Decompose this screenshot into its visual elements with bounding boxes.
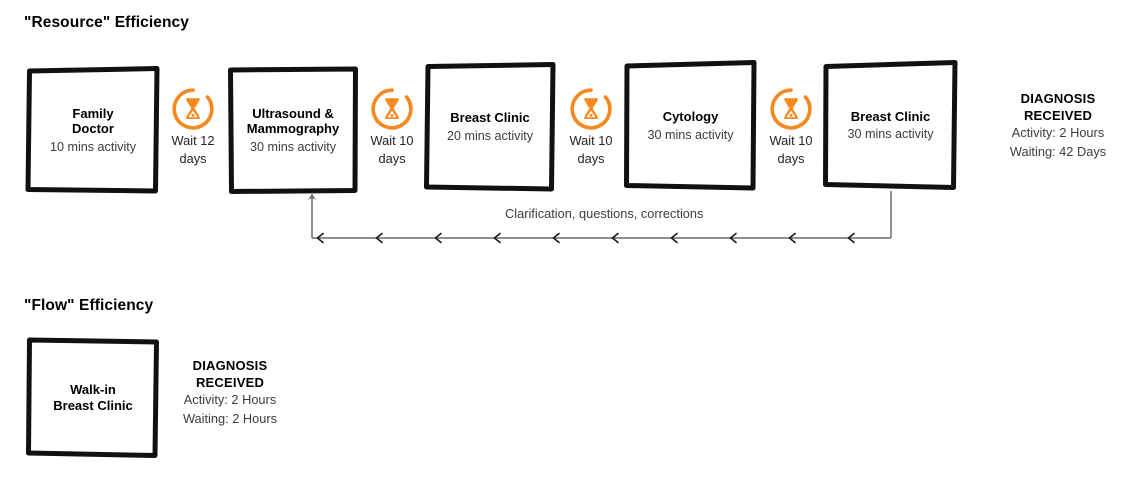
- diagnosis-head-line1: DIAGNOSIS: [192, 358, 268, 373]
- diagnosis-result-flow: DIAGNOSIS RECEIVED Activity: 2 Hours Wai…: [160, 357, 300, 428]
- wait-label-line1: Wait 10: [370, 133, 414, 148]
- hourglass-icon: [172, 88, 214, 130]
- process-box-family-doctor[interactable]: Family Doctor 10 mins activity: [25, 66, 160, 194]
- resource-efficiency-title: "Resource" Efficiency: [24, 14, 189, 31]
- hourglass-icon: [570, 88, 612, 130]
- hourglass-icon: [770, 88, 812, 130]
- diagnosis-waiting: Waiting: 42 Days: [1009, 143, 1107, 159]
- wait-group-1: Wait 12 days: [164, 86, 222, 167]
- flow-efficiency-title: "Flow" Efficiency: [24, 297, 154, 314]
- diagnosis-waiting: Waiting: 2 Hours: [182, 410, 278, 426]
- box-subtitle: 20 mins activity: [446, 128, 534, 143]
- box-title-line1: Cytology: [662, 109, 719, 125]
- box-title-line1: Family: [72, 105, 114, 121]
- wait-group-4: Wait 10 days: [762, 86, 820, 167]
- wait-label-line1: Wait 10: [569, 133, 613, 148]
- diagnosis-activity: Activity: 2 Hours: [1011, 125, 1105, 140]
- box-subtitle: 10 mins activity: [49, 139, 137, 154]
- process-box-breast-clinic-1[interactable]: Breast Clinic 20 mins activity: [424, 62, 556, 192]
- process-box-ultrasound-mammography[interactable]: Ultrasound & Mammography 30 mins activit…: [228, 66, 358, 194]
- diagnosis-head-line2: RECEIVED: [195, 375, 265, 390]
- wait-group-3: Wait 10 days: [562, 86, 620, 167]
- wait-group-2: Wait 10 days: [363, 86, 421, 167]
- hourglass-icon: [371, 88, 413, 130]
- box-subtitle: 30 mins activity: [647, 127, 734, 142]
- wait-label-line2: days: [777, 150, 805, 166]
- wait-label-line1: Wait 12: [171, 133, 215, 148]
- wait-label-line2: days: [577, 150, 605, 166]
- box-subtitle: 30 mins activity: [249, 139, 337, 154]
- box-title-line1: Ultrasound &: [252, 105, 334, 121]
- diagnosis-head-line1: DIAGNOSIS: [1020, 91, 1096, 106]
- process-box-walkin-breast-clinic[interactable]: Walk-in Breast Clinic: [26, 337, 160, 458]
- box-title-line1: Breast Clinic: [450, 110, 530, 126]
- wait-label-line2: days: [378, 150, 406, 166]
- box-title-line2: Mammography: [246, 121, 340, 136]
- box-title-line1: Walk-in: [70, 382, 116, 397]
- process-box-cytology[interactable]: Cytology 30 mins activity: [624, 60, 757, 192]
- diagnosis-head-line2: RECEIVED: [1023, 108, 1093, 123]
- box-subtitle: 30 mins activity: [847, 127, 934, 142]
- box-title-line1: Breast Clinic: [850, 108, 931, 124]
- diagnosis-activity: Activity: 2 Hours: [183, 392, 277, 407]
- wait-label-line2: days: [179, 150, 207, 166]
- process-box-breast-clinic-2[interactable]: Breast Clinic 30 mins activity: [823, 60, 958, 191]
- wait-label-line1: Wait 10: [769, 133, 813, 148]
- feedback-loop-caption: Clarification, questions, corrections: [505, 206, 704, 221]
- box-title-line2: Breast Clinic: [53, 397, 133, 413]
- box-title-line2: Doctor: [72, 121, 114, 136]
- diagnosis-result-resource: DIAGNOSIS RECEIVED Activity: 2 Hours Wai…: [988, 90, 1128, 161]
